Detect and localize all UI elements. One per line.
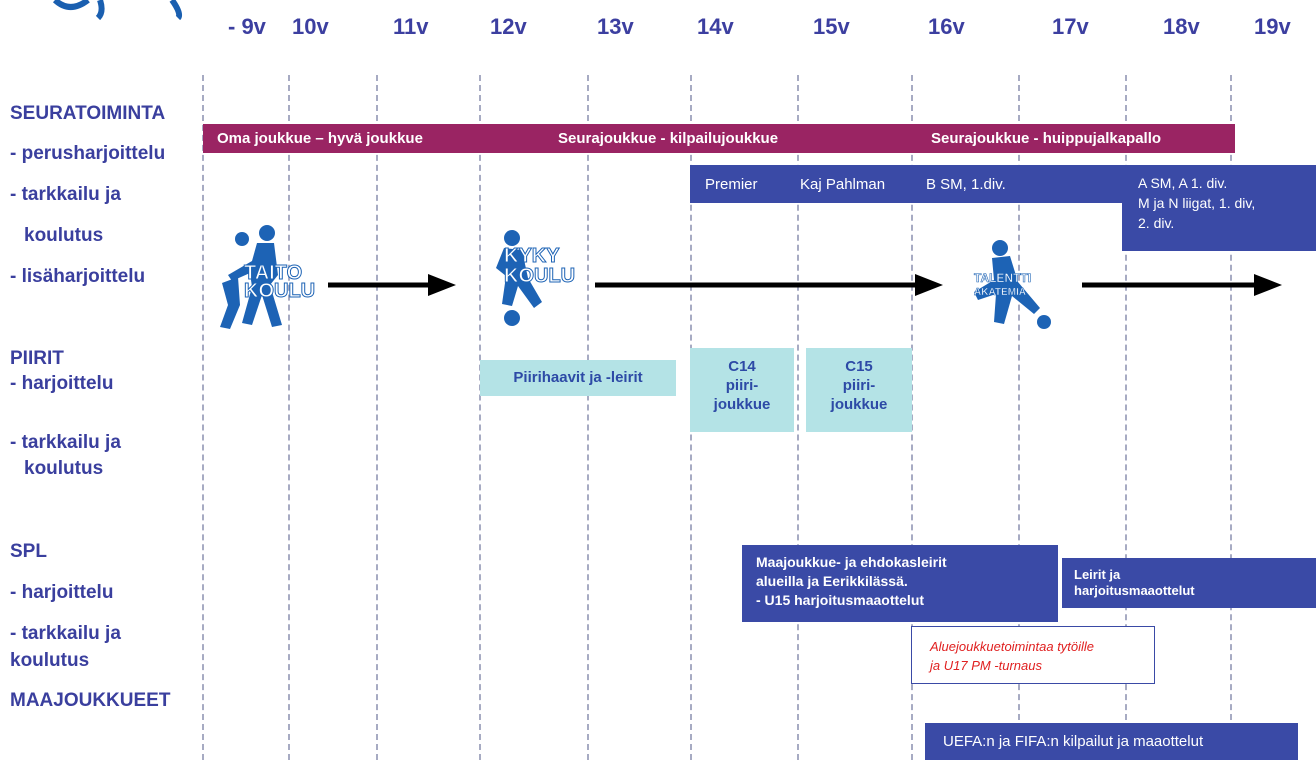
- c14-line: C14: [728, 358, 756, 375]
- club-bar-segment: Seurajoukkue - kilpailujoukkue: [558, 130, 779, 147]
- row-label: koulutus: [24, 225, 104, 246]
- row-label: - harjoittelu: [10, 373, 114, 394]
- arrow-right-icon: [595, 274, 943, 296]
- c14-line: joukkue: [713, 396, 771, 413]
- grid-line: [1230, 75, 1232, 760]
- section-title-piirit: PIIRIT: [10, 348, 64, 369]
- grid-line: [1125, 75, 1127, 760]
- camps-friendlies-line: Leirit ja: [1074, 567, 1121, 582]
- age-label: - 9v: [228, 14, 266, 39]
- age-label: 17v: [1052, 14, 1089, 39]
- arrow-right-icon: [1082, 274, 1282, 296]
- age-label: 15v: [813, 14, 850, 39]
- league-kaj-pahlman: Kaj Pahlman: [800, 176, 886, 193]
- age-label: 13v: [597, 14, 634, 39]
- club-bar-segment: Oma joukkue – hyvä joukkue: [217, 130, 423, 147]
- c15-line: piiri-: [842, 377, 876, 394]
- age-label: 19v: [1254, 14, 1291, 39]
- row-label: koulutus: [10, 650, 90, 671]
- row-label: koulutus: [24, 458, 104, 479]
- row-label: - harjoittelu: [10, 582, 114, 603]
- league-premier: Premier: [705, 176, 758, 193]
- row-label: - tarkkailu ja: [10, 623, 121, 644]
- senior-leagues-line: A SM, A 1. div.: [1138, 175, 1228, 191]
- talentti-word: TALENTTI: [974, 271, 1031, 285]
- section-title-seuratoiminta: SEURATOIMINTA: [10, 103, 166, 124]
- age-label: 10v: [292, 14, 329, 39]
- regional-girls-line: Aluejoukkuetoimintaa tytöille: [930, 639, 1095, 654]
- c14-line: piiri-: [725, 377, 759, 394]
- c14-box: C14 piiri- joukkue: [690, 348, 794, 432]
- uefa-fifa-text: UEFA:n ja FIFA:n kilpailut ja maaottelut: [943, 733, 1204, 750]
- grid-line: [202, 75, 204, 760]
- koulu-word: KOULU: [244, 280, 315, 302]
- grid-line: [479, 75, 481, 760]
- senior-leagues-line: 2. div.: [1138, 215, 1175, 231]
- camps-friendlies-box: Leirit ja harjoitusmaaottelut: [1062, 558, 1316, 608]
- grid-line: [288, 75, 290, 760]
- kyky-word: KYKY: [504, 245, 560, 267]
- taito-word: TAITO: [244, 262, 302, 284]
- club-bar-segment: Seurajoukkue - huippujalkapallo: [931, 130, 1162, 147]
- age-label: 11v: [393, 14, 429, 39]
- piirihaavit-text: Piirihaavit ja -leirit: [513, 369, 643, 386]
- kyky-koulu-logo: KYKY KOULU: [496, 230, 576, 326]
- c15-line: joukkue: [830, 396, 888, 413]
- grid-line: [797, 75, 799, 760]
- corner-logo-icon: [52, 0, 183, 20]
- piirihaavit-box: Piirihaavit ja -leirit: [480, 360, 676, 396]
- national-camps-line: - U15 harjoitusmaaottelut: [756, 592, 925, 608]
- row-label: - tarkkailu ja: [10, 432, 121, 453]
- senior-leagues-box: A SM, A 1. div. M ja N liigat, 1. div, 2…: [1122, 165, 1316, 251]
- grid-line: [1018, 75, 1020, 760]
- age-label: 18v: [1163, 14, 1200, 39]
- akatemia-word: AKATEMIA: [974, 287, 1026, 298]
- senior-leagues-line: M ja N liigat, 1. div,: [1138, 195, 1256, 211]
- national-camps-line: Maajoukkue- ja ehdokasleirit: [756, 554, 947, 570]
- club-pathway-bar: Oma joukkue – hyvä joukkue Seurajoukkue …: [203, 124, 1235, 153]
- national-camps-box: Maajoukkue- ja ehdokasleirit alueilla ja…: [742, 545, 1058, 622]
- grid-line: [911, 75, 913, 760]
- talentti-akatemia-logo: TALENTTI AKATEMIA: [974, 240, 1051, 329]
- row-label: - lisäharjoittelu: [10, 266, 146, 287]
- national-camps-line: alueilla ja Eerikkilässä.: [756, 573, 908, 589]
- age-label: 14v: [697, 14, 734, 39]
- grid-line: [587, 75, 589, 760]
- koulu-word: KOULU: [504, 265, 575, 287]
- c15-line: C15: [845, 358, 873, 375]
- arrow-right-icon: [328, 274, 456, 296]
- section-title-maajoukkueet: MAAJOUKKUEET: [10, 690, 171, 711]
- section-title-spl: SPL: [10, 541, 47, 562]
- camps-friendlies-line: harjoitusmaaottelut: [1074, 583, 1195, 598]
- row-label: - perusharjoittelu: [10, 143, 166, 164]
- age-label: 12v: [490, 14, 527, 39]
- taito-koulu-logo: TAITO KOULU: [220, 225, 316, 329]
- uefa-fifa-bar: UEFA:n ja FIFA:n kilpailut ja maaottelut: [925, 723, 1298, 760]
- regional-girls-box: Aluejoukkuetoimintaa tytöille ja U17 PM …: [911, 626, 1155, 684]
- grid-line: [376, 75, 378, 760]
- regional-girls-line: ja U17 PM -turnaus: [930, 658, 1042, 673]
- league-b-sm: B SM, 1.div.: [926, 176, 1006, 193]
- age-label: 16v: [928, 14, 965, 39]
- row-label: - tarkkailu ja: [10, 184, 121, 205]
- c15-box: C15 piiri- joukkue: [806, 348, 912, 432]
